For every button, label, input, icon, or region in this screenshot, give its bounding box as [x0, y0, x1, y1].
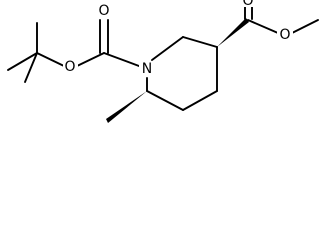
label-background — [240, 0, 256, 7]
atom-label-methyl-carbonyl-oxygen: O — [240, 0, 256, 9]
wedge-bond-methyl — [106, 91, 147, 123]
label-background — [63, 59, 78, 75]
bond-carbonyl-to-nitrogen — [103, 52, 140, 67]
label-background — [139, 61, 155, 77]
bond-ring-c2-c3 — [182, 36, 218, 48]
label-background — [277, 27, 293, 43]
bond-ring-n-c2 — [151, 36, 184, 61]
atom-label-boc-ester-oxygen: O — [63, 59, 78, 75]
atom-label-boc-carbonyl-oxygen: O — [96, 3, 112, 19]
bond-ring-c4-c5 — [182, 90, 218, 111]
boc-carbamate-group — [76, 19, 140, 67]
bond-ester-oxygen-to-carbonyl — [76, 52, 105, 67]
bond-ester-carbonyl-to-oxygen — [247, 19, 279, 34]
bond-tbu-methyl-left — [7, 52, 38, 71]
oxygen-label: O — [242, 0, 253, 9]
tert-butyl-group — [7, 22, 65, 83]
wedge-bond-ester-carbon — [217, 18, 249, 47]
atom-label-ring-nitrogen: N — [139, 61, 155, 77]
bond-ester-oxygen-to-methyl — [291, 19, 319, 34]
oxygen-label: O — [98, 3, 109, 19]
chemical-structure-diagram: N O O O O — [7, 0, 319, 123]
nitrogen-label: N — [142, 61, 152, 77]
bond-ring-c5-c6 — [146, 90, 184, 111]
atom-label-methyl-ester-oxygen: O — [277, 27, 293, 43]
oxygen-label: O — [279, 27, 290, 43]
bond-tbu-methyl-bottom — [24, 52, 38, 83]
oxygen-label: O — [64, 59, 75, 75]
label-background — [96, 3, 112, 19]
piperidine-ring — [146, 36, 218, 111]
bond-tbu-to-ester-oxygen — [36, 52, 65, 67]
